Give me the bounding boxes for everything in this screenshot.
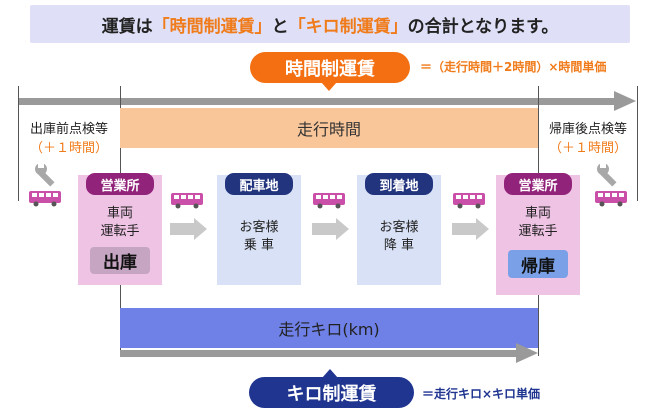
header-time-fare: 「時間制運賃」 bbox=[152, 16, 272, 37]
bus-icon bbox=[312, 191, 346, 213]
stage-office-start: 営業所 車両 運転手 出庫 bbox=[78, 173, 162, 285]
distance-band: 走行キロ(km) bbox=[120, 308, 538, 348]
time-fare-badge-pointer bbox=[321, 82, 337, 91]
arrow-right-icon bbox=[312, 223, 336, 235]
stage-office-end: 営業所 車両 運転手 帰庫 bbox=[496, 173, 580, 295]
depart-tag: 出庫 bbox=[90, 247, 150, 274]
post-inspection-label: 帰庫後点検等 （＋１時間） bbox=[538, 120, 638, 158]
post-inspection-extra: （＋１時間） bbox=[548, 141, 627, 156]
header-text-2: の合計となります。 bbox=[407, 16, 559, 37]
arrow-right-icon-head bbox=[194, 218, 207, 240]
office-start-line1: 車両 bbox=[106, 206, 133, 221]
time-fare-badge: 時間制運賃 bbox=[250, 52, 410, 83]
bus-icon bbox=[594, 189, 628, 211]
arrow-right-icon bbox=[170, 223, 194, 235]
header-conj: と bbox=[271, 16, 289, 37]
timeline-arrow-head bbox=[614, 91, 636, 111]
arrival-pill: 到着地 bbox=[365, 173, 433, 195]
bus-icon bbox=[28, 189, 62, 211]
office-end-pill: 営業所 bbox=[504, 173, 572, 195]
distance-fare-badge: キロ制運賃 bbox=[249, 377, 414, 408]
bus-icon bbox=[170, 191, 204, 213]
pre-inspection-text: 出庫前点検等 bbox=[29, 122, 108, 137]
right-boundary-line bbox=[637, 86, 638, 201]
time-fare-formula: ＝（走行時間＋2時間）×時間単価 bbox=[420, 60, 607, 74]
bus-icon bbox=[452, 191, 486, 213]
wrench-icon bbox=[34, 162, 60, 192]
left-boundary-line bbox=[18, 86, 19, 201]
header-text-1: 運賃は bbox=[101, 16, 153, 37]
office-end-line2: 運転手 bbox=[518, 224, 558, 239]
distance-arrow-shaft bbox=[120, 350, 518, 357]
stage-dispatch: 配車地 お客様 乗 車 bbox=[217, 173, 301, 285]
dispatch-line1: お客様 bbox=[239, 220, 279, 235]
arrival-text: お客様 降 車 bbox=[357, 219, 441, 255]
office-start-text: 車両 運転手 bbox=[78, 205, 162, 241]
header-distance-fare: 「キロ制運賃」 bbox=[288, 16, 408, 37]
wrench-icon bbox=[596, 162, 622, 192]
office-end-text: 車両 運転手 bbox=[496, 205, 580, 241]
dispatch-text: お客様 乗 車 bbox=[217, 219, 301, 255]
pre-inspection-extra: （＋１時間） bbox=[29, 141, 108, 156]
office-start-line2: 運転手 bbox=[100, 224, 140, 239]
dispatch-pill: 配車地 bbox=[225, 173, 293, 195]
post-inspection-text: 帰庫後点検等 bbox=[548, 122, 627, 137]
distance-arrow-head bbox=[516, 343, 538, 363]
arrow-right-icon-head bbox=[476, 218, 489, 240]
arrival-line2: 降 車 bbox=[383, 238, 415, 253]
header-banner: 運賃は 「時間制運賃」 と 「キロ制運賃」 の合計となります。 bbox=[30, 5, 630, 43]
distance-fare-badge-pointer bbox=[322, 369, 338, 378]
distance-fare-formula: ＝走行キロ×キロ単価 bbox=[422, 387, 541, 401]
arrow-right-icon bbox=[452, 223, 476, 235]
dispatch-line2: 乗 車 bbox=[243, 238, 275, 253]
office-start-pill: 営業所 bbox=[86, 173, 154, 195]
running-time-band: 走行時間 bbox=[120, 108, 538, 148]
pre-inspection-label: 出庫前点検等 （＋１時間） bbox=[19, 120, 119, 158]
arrow-right-icon-head bbox=[336, 218, 349, 240]
timeline-arrow-shaft bbox=[18, 98, 618, 105]
return-tag: 帰庫 bbox=[508, 250, 568, 278]
arrival-line1: お客様 bbox=[379, 220, 419, 235]
stage-arrival: 到着地 お客様 降 車 bbox=[357, 173, 441, 285]
office-end-line1: 車両 bbox=[524, 206, 551, 221]
